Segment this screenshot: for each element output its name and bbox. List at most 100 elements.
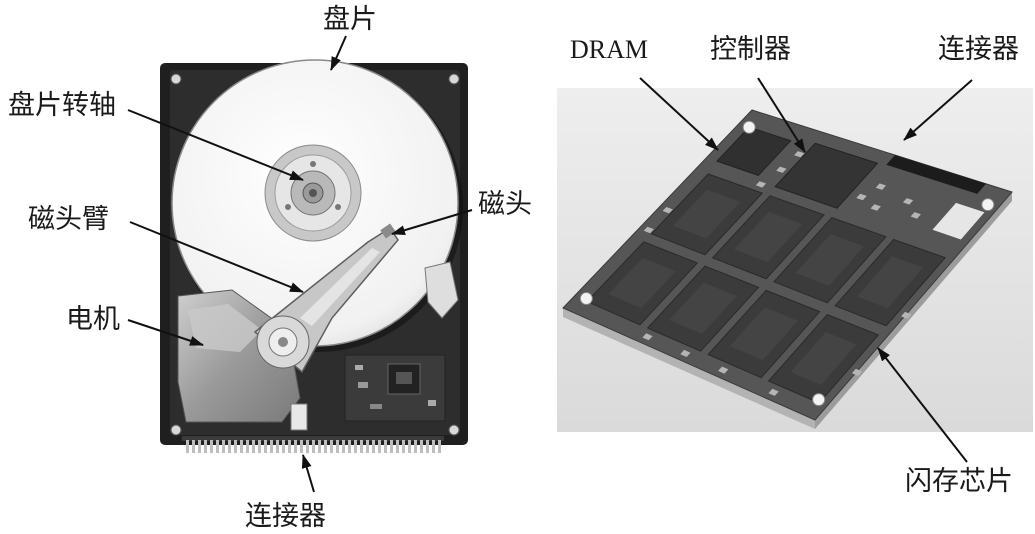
hard-disk-drive <box>160 59 468 453</box>
pcb-chip-marking <box>396 372 412 384</box>
connector-pin <box>240 440 243 453</box>
smd-component <box>902 198 914 205</box>
arm-flexure <box>300 248 380 326</box>
solid-state-drive <box>557 88 1033 432</box>
dram-chip <box>716 126 792 176</box>
connector-pin <box>390 440 393 453</box>
connector-pin <box>186 440 189 453</box>
arrow-head-arm <box>129 221 304 293</box>
ssd-labels: DRAM 控制器 连接器 闪存芯片 <box>570 34 1019 497</box>
connector-pin <box>264 440 267 453</box>
arrow-flash-chips <box>877 347 968 463</box>
connector-pin <box>432 440 435 453</box>
arrow-controller <box>757 77 806 153</box>
ssd-board-edge <box>815 192 1012 429</box>
connector-pin <box>420 440 423 453</box>
smd-component <box>768 388 779 396</box>
smd-component <box>642 333 653 341</box>
connector-pin <box>198 440 201 453</box>
connector-pin <box>258 440 261 453</box>
flash-chip-surface <box>795 234 864 286</box>
connector-pin <box>330 440 333 453</box>
label-head-arm: 磁头臂 <box>28 204 109 235</box>
connector-pin <box>360 440 363 453</box>
mounting-hole <box>981 198 995 212</box>
connector-pin <box>402 440 405 453</box>
screw-hole <box>448 73 460 85</box>
pivot-center <box>278 337 288 347</box>
flash-chip-surface <box>669 282 737 335</box>
ramp-bracket <box>424 261 459 319</box>
flash-chip-surface <box>790 332 857 386</box>
label-dram: DRAM <box>570 35 648 64</box>
smd-component <box>870 204 881 211</box>
smd-component <box>428 400 436 406</box>
ssd-connector <box>886 155 986 194</box>
connector-pin <box>348 440 351 453</box>
clamp-screw <box>285 204 291 210</box>
clamp-screw <box>335 204 341 210</box>
smd-component <box>662 207 673 214</box>
hdd-labels: 盘片 盘片转轴 磁头臂 电机 磁头 连接器 <box>8 4 532 532</box>
mounting-hole <box>742 120 756 134</box>
label-ssd-connector: 连接器 <box>938 34 1019 65</box>
connector-pin <box>282 440 285 453</box>
flash-chip-surface <box>608 257 676 309</box>
connector-pin <box>426 440 429 453</box>
ssd-components <box>579 120 995 407</box>
connector-pin <box>216 440 219 453</box>
connector-pin <box>324 440 327 453</box>
actuator-pivot <box>256 315 310 369</box>
connector-pin <box>252 440 255 453</box>
ssd-circuit-board <box>562 109 1013 421</box>
arrows <box>127 35 973 493</box>
ssd-board-edge <box>563 308 815 429</box>
smd-component <box>910 212 921 219</box>
clamp-screw <box>310 161 316 167</box>
connector-pin <box>312 440 315 453</box>
flash-chip-surface <box>857 256 924 309</box>
smd-component <box>856 193 867 201</box>
screw-hole <box>170 424 182 436</box>
connector-pin <box>384 440 387 453</box>
label-hdd-connector: 连接器 <box>245 501 326 532</box>
connector-pin <box>396 440 399 453</box>
flash-chip-surface <box>673 189 741 239</box>
smd-component <box>901 311 912 319</box>
screw-hole <box>170 73 182 85</box>
label-platter: 盘片 <box>323 4 377 35</box>
arrow-ssd-connector <box>903 79 973 141</box>
hdd-connector-base <box>182 436 444 441</box>
ssd-sticker <box>932 202 985 240</box>
connector-pin <box>414 440 417 453</box>
connector-pin <box>210 440 213 453</box>
mounting-hole <box>812 393 826 407</box>
smd-component <box>358 382 368 388</box>
flash-chip-surface <box>729 307 798 361</box>
motor-highlight <box>188 304 262 352</box>
label-motor: 电机 <box>66 304 120 335</box>
connector-pin <box>354 440 357 453</box>
smd-component <box>643 226 654 234</box>
controller-chip <box>774 142 879 209</box>
arrow-hdd-connector <box>301 454 315 493</box>
connector-pin <box>204 440 207 453</box>
connector-pin <box>288 440 291 453</box>
mounting-hole <box>579 292 593 306</box>
connector-pin <box>342 440 345 453</box>
smd-component <box>370 404 382 409</box>
smd-component <box>776 166 787 173</box>
flash-chip-surface <box>734 211 803 263</box>
label-spindle: 盘片转轴 <box>8 90 116 121</box>
connector-pin <box>378 440 381 453</box>
hdd-connector-pins <box>186 440 441 453</box>
label-head: 磁头 <box>478 189 532 220</box>
label-flash-chips: 闪存芯片 <box>905 466 1013 497</box>
connector-pin <box>276 440 279 453</box>
connector-pin <box>300 440 303 453</box>
arrow-motor <box>127 319 204 346</box>
arrow-dram <box>639 77 719 151</box>
smd-component <box>718 366 729 374</box>
arrow-head <box>391 209 473 236</box>
